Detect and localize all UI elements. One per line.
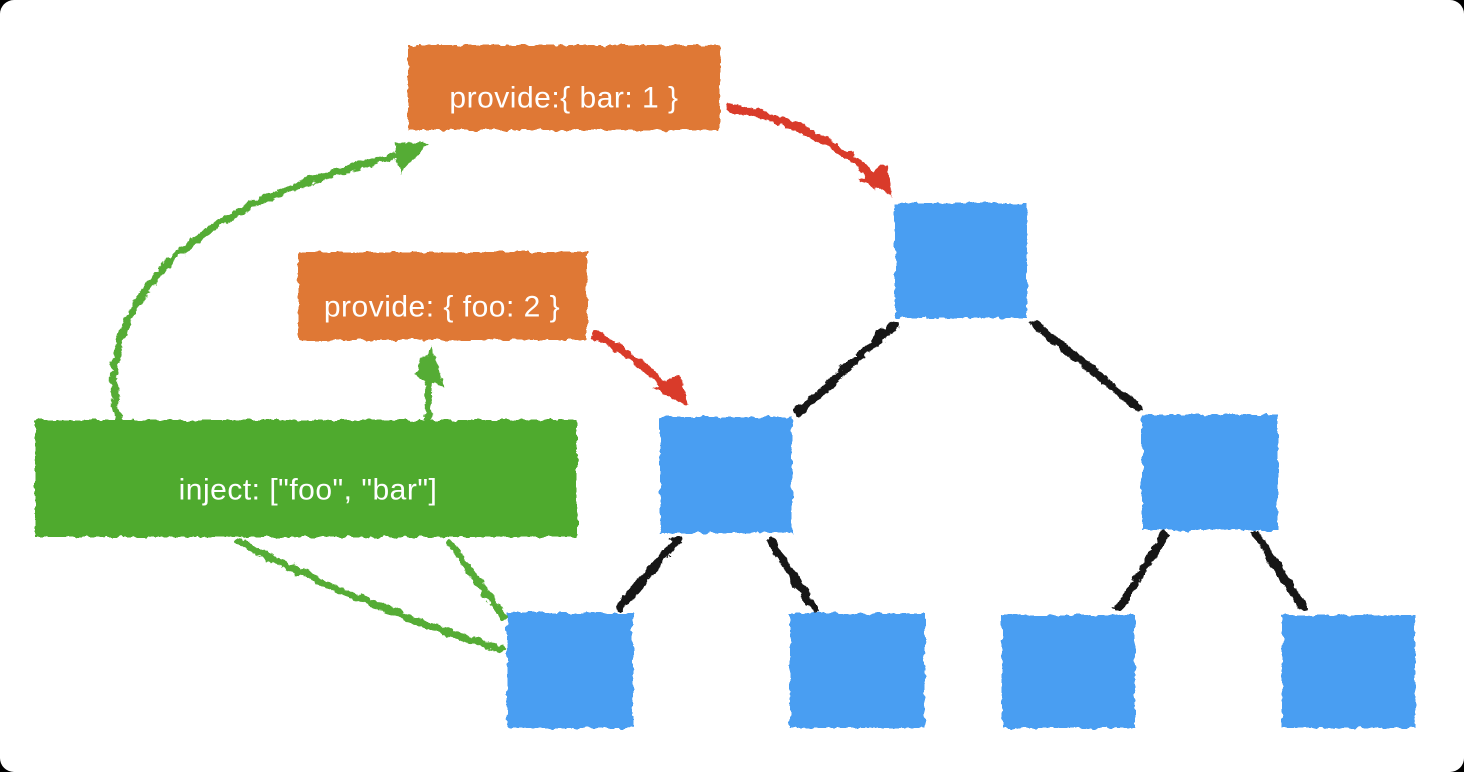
component-node-leaf-2 bbox=[790, 613, 925, 728]
inject-arrow-to-provide-bar bbox=[109, 149, 408, 422]
provide-bar-label: provide:{ bar: 1 } bbox=[449, 82, 678, 115]
component-nodes bbox=[507, 203, 1415, 728]
inject-link-to-leaf-1-upper bbox=[444, 537, 506, 620]
provide-foo-arrow-to-left-child bbox=[590, 329, 672, 394]
component-node-leaf-1 bbox=[507, 613, 633, 728]
provide-bar-arrow-to-root bbox=[724, 102, 876, 182]
component-node-leaf-4 bbox=[1282, 615, 1415, 728]
tree-edges bbox=[615, 318, 1306, 611]
component-node-child-right bbox=[1142, 415, 1278, 530]
edge-left-child-to-leaf-1 bbox=[615, 534, 680, 610]
edge-left-child-to-leaf-2 bbox=[765, 536, 816, 611]
option-box-labels: provide:{ bar: 1 } provide: { foo: 2 } i… bbox=[179, 82, 678, 507]
component-node-leaf-3 bbox=[1002, 615, 1135, 728]
component-node-child-left bbox=[660, 417, 792, 533]
inject-arrowhead-to-provide-bar bbox=[393, 140, 427, 173]
inject-arrowhead-to-provide-foo bbox=[412, 344, 443, 386]
provide-foo-label: provide: { foo: 2 } bbox=[324, 291, 560, 324]
inject-arrows bbox=[109, 140, 506, 652]
edge-root-to-left-child bbox=[793, 319, 897, 415]
provide-foo-arrowhead bbox=[651, 373, 686, 404]
component-node-root bbox=[895, 203, 1027, 318]
edge-root-to-right-child bbox=[1029, 318, 1140, 410]
provide-bar-box bbox=[408, 45, 720, 130]
provide-arrows bbox=[590, 102, 893, 404]
provide-bar-arrowhead bbox=[857, 163, 893, 196]
inject-link-to-leaf-1-lower bbox=[233, 536, 504, 652]
option-boxes bbox=[35, 45, 720, 537]
edge-right-child-to-leaf-3 bbox=[1114, 530, 1167, 610]
inject-box bbox=[35, 420, 577, 537]
provide-foo-box bbox=[298, 252, 587, 340]
inject-label: inject: ["foo", "bar"] bbox=[179, 474, 438, 507]
edge-right-child-to-leaf-4 bbox=[1252, 530, 1306, 611]
